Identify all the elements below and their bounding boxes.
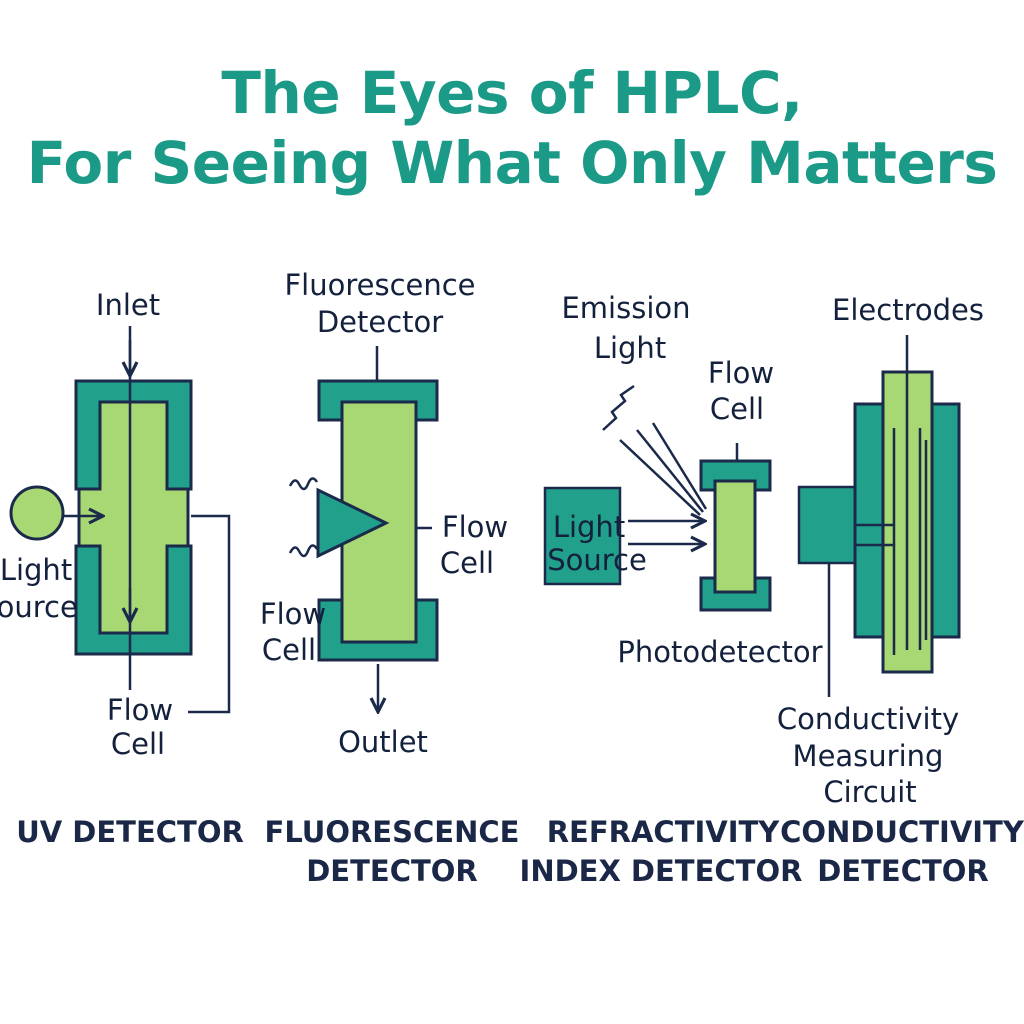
fl-flow-cell-left-label-1: Flow [260, 597, 326, 631]
uv-detector: Inlet Light Source Flow Cell UV DETECTOR [0, 288, 244, 849]
cd-circuit-label-2: Measuring [793, 739, 944, 773]
ri-emission-zigzag-icon [602, 384, 635, 431]
fl-detector-label-2: Detector [317, 305, 443, 339]
fl-caption-1: FLUORESCENCE [265, 815, 520, 849]
ri-light-source-label-1: Light [553, 510, 625, 544]
ri-emission-ray-2 [636, 429, 704, 513]
ri-caption-1: REFRACTIVITY [547, 815, 781, 849]
title-line-2: For Seeing What Only Matters [26, 129, 998, 197]
title-line-1: The Eyes of HPLC, [221, 59, 803, 127]
uv-light-source-label-2: Source [0, 590, 78, 624]
uv-light-source-lamp [9, 485, 65, 541]
uv-inlet-label: Inlet [96, 288, 160, 322]
uv-flow-cell-body [77, 400, 190, 635]
uv-flow-cell-label-1: Flow [107, 693, 173, 727]
ri-flow-cell-label-2: Cell [710, 392, 764, 426]
fl-outlet-label: Outlet [338, 725, 428, 759]
uv-outlet-line [188, 514, 231, 714]
ri-emission-ray-3 [651, 422, 708, 510]
fl-wave-icon-top [288, 477, 319, 491]
cd-circuit-wire-2 [856, 543, 896, 655]
ri-photodetector-label: Photodetector [617, 635, 822, 669]
fl-wave-icon-bottom [288, 544, 319, 558]
conductivity-detector: Electrodes Conductivity Measuring Circui… [777, 293, 1024, 888]
fl-flow-cell-right-label-1: Flow [442, 510, 508, 544]
fl-detector-label-1: Fluorescence [284, 268, 475, 302]
fl-flow-cell-right-label-2: Cell [440, 546, 494, 580]
ri-light-source-label-2: Source [547, 543, 647, 577]
fl-excitation-prism [316, 487, 390, 559]
cd-circuit-label-3: Circuit [823, 775, 916, 809]
uv-caption: UV DETECTOR [16, 815, 244, 849]
cd-caption-1: CONDUCTIVITY [780, 815, 1024, 849]
fl-flow-cell-left-label-2: Cell [262, 633, 316, 667]
ri-light-source-box [543, 486, 622, 586]
cd-caption-2: DETECTOR [817, 854, 989, 888]
uv-light-source-label-1: Light [0, 553, 72, 587]
fl-caption-2: DETECTOR [306, 854, 478, 888]
fluorescence-detector: Fluorescence Detector Flow Cell Flow Cel… [260, 268, 520, 888]
ri-flow-cell-body [713, 479, 757, 594]
ri-flow-cell-label-1: Flow [708, 356, 774, 390]
cd-electrodes-label: Electrodes [832, 293, 984, 327]
uv-flow-cell-label-2: Cell [111, 727, 165, 761]
ri-emission-label-1: Emission [561, 291, 690, 325]
cd-circuit-label-1: Conductivity [777, 702, 959, 736]
refractivity-index-detector: Emission Light Flow Cell Light Source Ph… [520, 291, 823, 888]
ri-emission-ray-1 [619, 439, 701, 516]
cd-measuring-circuit-box [797, 485, 858, 565]
ri-caption-2: INDEX DETECTOR [520, 854, 803, 888]
ri-emission-label-2: Light [594, 331, 666, 365]
